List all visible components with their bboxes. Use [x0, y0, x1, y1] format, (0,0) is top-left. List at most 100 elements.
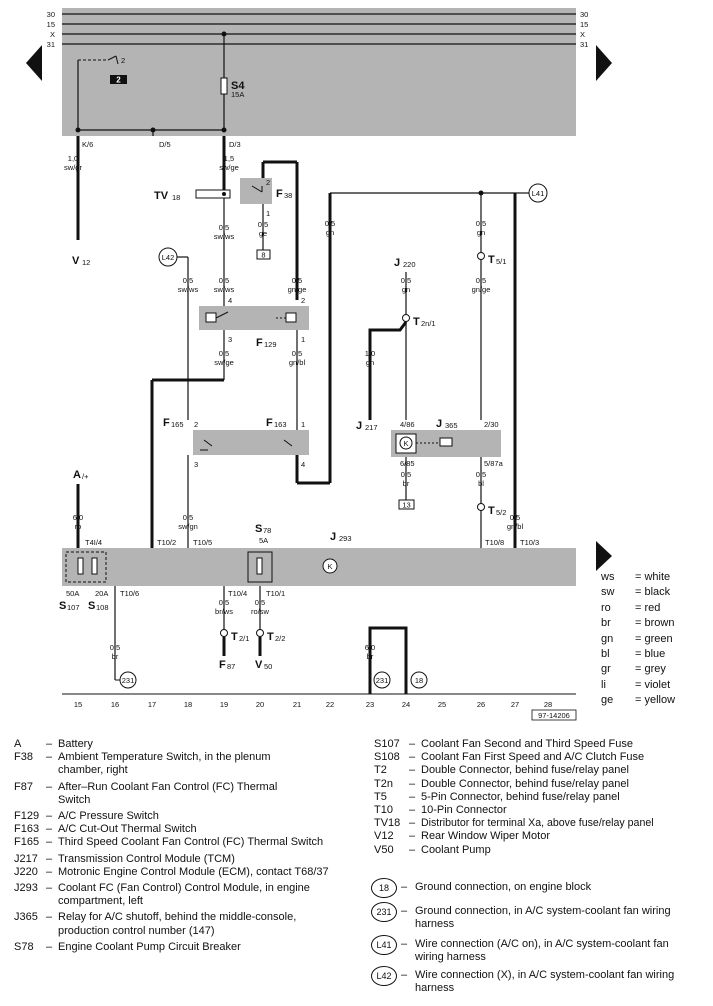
track-number: 15	[74, 700, 82, 709]
legend-row: T2n–Double Connector, behind fuse/relay …	[374, 777, 629, 790]
svg-text:br/ws: br/ws	[215, 607, 233, 616]
svg-text:gn/ge: gn/ge	[288, 285, 307, 294]
svg-text:78: 78	[263, 526, 271, 535]
wire-color-row: gr= grey	[601, 663, 666, 676]
l41-icon: L41	[371, 935, 397, 955]
v50-label: V	[255, 659, 263, 671]
svg-text:2: 2	[301, 296, 305, 305]
svg-text:3: 3	[194, 460, 198, 469]
t2n1-connector	[402, 314, 410, 322]
legend-row: T5–5-Pin Connector, behind fuse/relay pa…	[374, 790, 620, 803]
svg-text:T: T	[488, 505, 495, 517]
svg-text:87: 87	[227, 662, 235, 671]
svg-text:0,5: 0,5	[476, 276, 486, 285]
j220-label: J	[394, 257, 400, 269]
legend-circle-row: L41 – Wire connection (A/C on), in A/C s…	[371, 935, 709, 966]
svg-text:0,5: 0,5	[219, 598, 229, 607]
svg-text:6,0: 6,0	[73, 513, 83, 522]
j293-label: J	[330, 531, 336, 543]
svg-text:sw/ws: sw/ws	[214, 232, 235, 241]
j293-fan-control-module	[62, 548, 576, 586]
svg-text:0,5: 0,5	[401, 470, 411, 479]
svg-text:5A: 5A	[259, 536, 268, 545]
fuse-relay-panel	[62, 8, 576, 136]
svg-text:6/85: 6/85	[400, 459, 415, 468]
svg-text:gn: gn	[402, 285, 410, 294]
svg-text:sw/ge: sw/ge	[214, 358, 234, 367]
svg-text:1,0: 1,0	[68, 154, 78, 163]
svg-text:50: 50	[264, 662, 272, 671]
ref-box-8	[256, 249, 271, 260]
svg-text:1: 1	[301, 420, 305, 429]
relay-label: 2	[116, 76, 121, 85]
svg-text:5/2: 5/2	[496, 508, 506, 517]
battery-a-label: A	[73, 469, 81, 481]
continue-left-arrow-icon	[26, 45, 42, 81]
f87-label: F	[219, 659, 226, 671]
svg-text:18: 18	[172, 193, 180, 202]
svg-text:T10/1: T10/1	[266, 589, 285, 598]
wire-color-legend: ws= white sw= black ro= red br= brown gn…	[601, 570, 675, 709]
tap-d5: D/5	[159, 140, 171, 149]
track-number: 27	[511, 700, 519, 709]
svg-text:4: 4	[301, 460, 305, 469]
legend-row: V12–Rear Window Wiper Motor	[374, 830, 550, 843]
svg-text:T: T	[488, 254, 495, 266]
legend-row: J293–Coolant FC (Fan Control) Control Mo…	[14, 882, 310, 908]
svg-text:1: 1	[301, 335, 305, 344]
svg-text:231: 231	[376, 676, 389, 685]
svg-text:50A: 50A	[66, 589, 79, 598]
svg-text:/+: /+	[82, 472, 89, 481]
track-number: 17	[148, 700, 156, 709]
svg-text:293: 293	[339, 534, 352, 543]
f163-label: F	[266, 417, 273, 429]
svg-text:gn/bl: gn/bl	[507, 522, 524, 531]
svg-text:sw/gr: sw/gr	[64, 163, 82, 172]
f129-label: F	[256, 337, 263, 349]
track-number: 28	[544, 700, 552, 709]
svg-text:0,5: 0,5	[401, 276, 411, 285]
track-number: 21	[293, 700, 301, 709]
tv18-label: TV	[154, 190, 169, 202]
rail-label-x-right: X	[580, 30, 585, 39]
legend-row: F165–Third Speed Coolant Fan Control (FC…	[14, 836, 324, 849]
svg-text:bl: bl	[478, 479, 484, 488]
tap-k6: K/6	[82, 140, 93, 149]
svg-text:107: 107	[67, 603, 80, 612]
svg-text:0,5: 0,5	[292, 276, 302, 285]
rail-label-30-left: 30	[47, 10, 55, 19]
ground-18-icon: 18	[371, 878, 397, 898]
svg-text:T4I/4: T4I/4	[85, 538, 102, 547]
svg-text:T: T	[267, 631, 274, 643]
svg-text:0,5: 0,5	[219, 276, 229, 285]
reference-code: 97-14206	[538, 711, 570, 720]
svg-text:L41: L41	[532, 189, 545, 198]
svg-text:4/86: 4/86	[400, 420, 415, 429]
legend-row: F38–Ambient Temperature Switch, in the p…	[14, 751, 271, 777]
legend-row: F163–A/C Cut-Out Thermal Switch	[14, 823, 197, 836]
s107-label: S	[59, 600, 66, 612]
svg-text:T10/2: T10/2	[157, 538, 176, 547]
s78-breaker	[256, 557, 263, 575]
svg-text:br: br	[112, 652, 119, 661]
track-number: 25	[438, 700, 446, 709]
f38-switch	[240, 178, 272, 204]
svg-text:gn: gn	[366, 358, 374, 367]
j365-label: J	[436, 418, 442, 430]
svg-text:217: 217	[365, 423, 378, 432]
track-number: 26	[477, 700, 485, 709]
svg-text:T: T	[413, 316, 420, 328]
legend-row: S107–Coolant Fan Second and Third Speed …	[374, 738, 633, 750]
svg-text:1: 1	[266, 209, 270, 218]
continue-right-arrow-icon	[596, 45, 612, 81]
svg-text:0,5: 0,5	[476, 470, 486, 479]
svg-text:T10/4: T10/4	[228, 589, 247, 598]
rail-label-15-right: 15	[580, 20, 588, 29]
t52-connector	[477, 503, 485, 511]
wire-color-row: li= violet	[601, 678, 671, 691]
svg-text:0,5: 0,5	[219, 349, 229, 358]
svg-text:0,5: 0,5	[476, 219, 486, 228]
svg-text:T: T	[231, 631, 238, 643]
s108-label: S	[88, 600, 95, 612]
